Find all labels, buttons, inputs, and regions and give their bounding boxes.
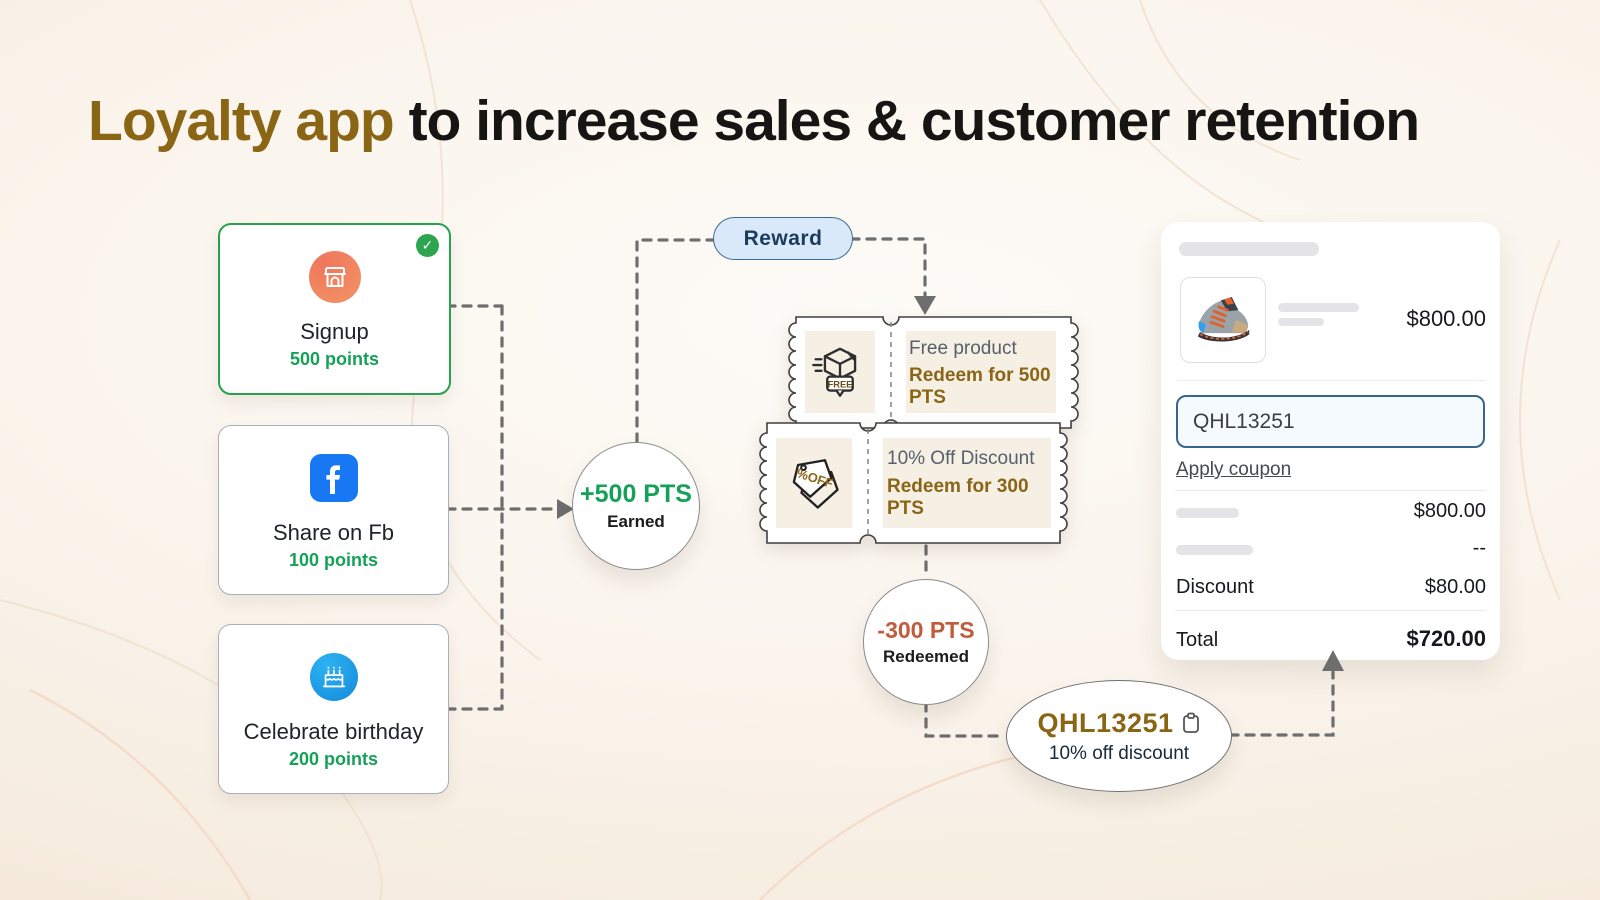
connector-code-to-checkout (1228, 670, 1335, 737)
earn-card-label: Celebrate birthday (243, 719, 424, 744)
title-highlight: Loyalty app (88, 89, 395, 153)
earn-card-points: 200 points (288, 749, 379, 769)
storefront-icon (308, 251, 361, 303)
coupon-code-value: QHL13251 (1037, 707, 1174, 738)
earn-card-share-fb: Share on Fb 100 points (218, 425, 449, 595)
earn-card-label: Signup (300, 319, 369, 344)
redeemed-points-node: -300 PTS Redeemed (863, 579, 989, 705)
total-label: Total (1176, 629, 1219, 651)
earn-card-label: Share on Fb (272, 520, 395, 545)
coupon-code-input[interactable]: QHL13251 (1176, 395, 1485, 448)
copy-icon[interactable] (1181, 712, 1201, 734)
earned-points-value: +500 PTS (580, 480, 692, 508)
skeleton-shipping-label (1176, 545, 1253, 555)
checkout-card: $800.00 QHL13251 Apply coupon $800.00 --… (1161, 222, 1500, 660)
skeleton-product-line1 (1278, 303, 1359, 312)
earn-card-signup: ✓ Signup 500 points (218, 223, 451, 395)
subtotal-value: $800.00 (1413, 500, 1486, 522)
connector-redeemed-to-code (924, 701, 1006, 738)
redeemed-points-caption: Redeemed (883, 647, 969, 666)
divider (1175, 380, 1486, 381)
earn-card-points: 500 points (289, 349, 380, 369)
arrowhead-into-coupon (914, 296, 936, 315)
reward-pill: Reward (713, 217, 853, 260)
coupon-input-value: QHL13251 (1193, 409, 1295, 433)
check-badge-icon: ✓ (416, 234, 439, 257)
earn-card-points: 100 points (288, 550, 379, 570)
redeemed-points-value: -300 PTS (877, 617, 975, 643)
shipping-value: -- (1472, 537, 1486, 559)
product-price: $800.00 (1406, 306, 1486, 331)
birthday-cake-icon (309, 653, 358, 701)
total-value: $720.00 (1406, 626, 1486, 651)
coupon-code-node: QHL13251 10% off discount (1006, 680, 1232, 792)
earn-card-birthday: Celebrate birthday 200 points (218, 624, 449, 794)
facebook-icon (309, 454, 358, 502)
coupon-code-caption: 10% off discount (1048, 742, 1190, 764)
coupon-10-off: %OFF 10% Off Discount Redeem for 300 PTS (759, 421, 1069, 545)
arrowhead-into-earned (557, 499, 574, 519)
page-title: Loyalty app to increase sales & customer… (88, 88, 1548, 154)
discount-label: Discount (1176, 576, 1254, 598)
product-image (1180, 277, 1266, 363)
svg-text:FREE: FREE (828, 380, 853, 390)
divider (1175, 490, 1486, 491)
apply-coupon-link[interactable]: Apply coupon (1176, 459, 1292, 480)
coupon-redeem-text: Redeem for 300 PTS (887, 476, 1029, 520)
title-rest: to increase sales & customer retention (393, 89, 1421, 153)
discount-value: $80.00 (1424, 576, 1486, 598)
coupon-free-product: FREE Free product Redeem for 500 PTS (788, 315, 1080, 431)
divider (1175, 610, 1486, 611)
skeleton-product-line2 (1278, 318, 1324, 326)
percent-off-tag-icon: %OFF (792, 459, 839, 509)
skeleton-header-bar (1179, 242, 1319, 256)
connector-reward-to-coupon (849, 237, 927, 300)
connector-earned-to-reward (635, 238, 715, 444)
shoe-image (1197, 297, 1250, 342)
coupon-redeem-text: Redeem for 500 PTS (909, 365, 1051, 409)
skeleton-subtotal-label (1176, 508, 1239, 518)
free-shipping-box-icon: FREE (812, 347, 857, 397)
earned-points-caption: Earned (607, 512, 665, 531)
coupon-title: Free product (909, 338, 1017, 359)
coupon-title: 10% Off Discount (887, 448, 1035, 469)
earned-points-node: +500 PTS Earned (572, 442, 700, 570)
